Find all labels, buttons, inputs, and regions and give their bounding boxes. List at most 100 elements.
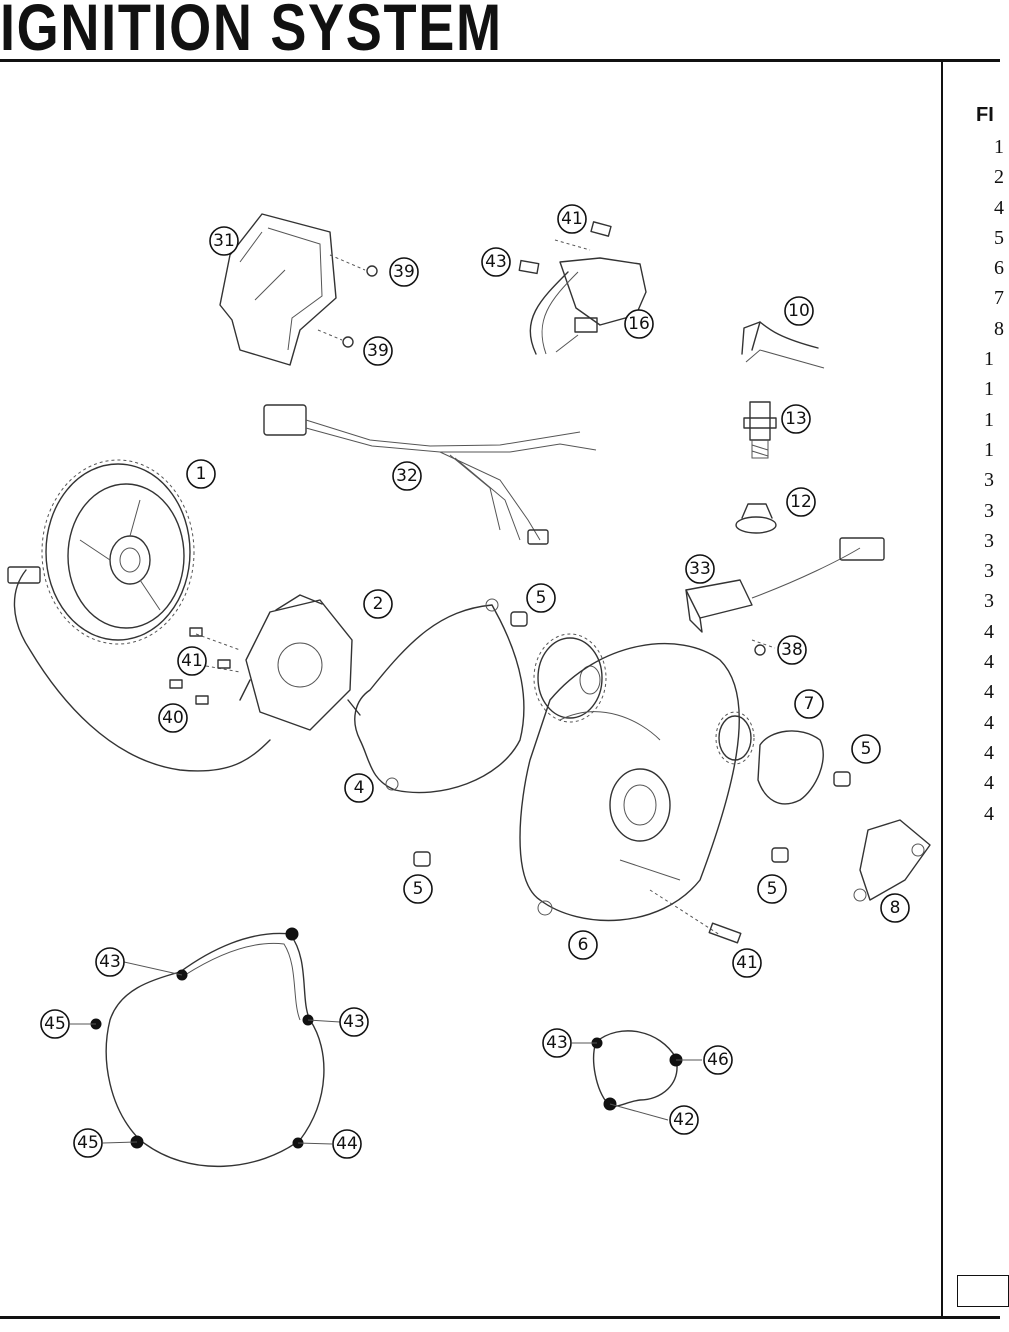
callout-label: 6 <box>578 935 589 955</box>
callout-label: 45 <box>44 1014 66 1034</box>
callout-label: 32 <box>396 466 418 486</box>
idler-gear <box>533 633 607 723</box>
side-item: 6 <box>994 257 1004 280</box>
callout-label: 43 <box>343 1012 365 1032</box>
side-item: 8 <box>994 317 1004 340</box>
side-panel-box <box>957 1275 1009 1307</box>
callout-label: 43 <box>546 1033 568 1053</box>
header-rule <box>0 59 1000 62</box>
callout-label: 43 <box>485 252 507 272</box>
ignition-coil <box>518 221 647 355</box>
callout-label: 16 <box>628 314 650 334</box>
callout-label: 1 <box>196 464 207 484</box>
callout-label: 38 <box>781 640 803 660</box>
callout-40: 40 <box>158 703 188 733</box>
callout-13: 13 <box>781 404 811 434</box>
callout-label: 41 <box>181 651 203 671</box>
callout-label: 4 <box>354 778 365 798</box>
callout-43: 43 <box>339 1007 369 1037</box>
callout-label: 42 <box>673 1110 695 1130</box>
side-panel-heading: FI <box>976 104 994 126</box>
exploded-parts-diagram: 1 2 4 5 5 5 5 6 7 8 10 12 13 16 31 32 33… <box>7 204 931 1167</box>
callout-label: 45 <box>77 1133 99 1153</box>
callout-label: 5 <box>536 588 547 608</box>
callout-5: 5 <box>403 874 433 904</box>
callout-label: 40 <box>162 708 184 728</box>
callout-label: 44 <box>336 1134 358 1154</box>
side-item: 4 <box>984 620 994 643</box>
side-item: 1 <box>994 136 1004 158</box>
side-item: 1 <box>984 378 994 401</box>
side-item: 1 <box>984 348 994 371</box>
callout-16: 16 <box>624 309 654 339</box>
flywheel-rotor <box>41 459 195 645</box>
callout-32: 32 <box>392 461 422 491</box>
callout-31: 31 <box>209 226 239 256</box>
large-gasket <box>90 927 325 1167</box>
callout-10: 10 <box>784 296 814 326</box>
callout-label: 41 <box>561 209 583 229</box>
callout-label: 39 <box>367 341 389 361</box>
callout-label: 46 <box>707 1050 729 1070</box>
leader-lines <box>70 961 702 1145</box>
side-item: 2 <box>994 166 1004 189</box>
side-item: 1 <box>984 438 994 461</box>
side-item: 3 <box>984 590 994 613</box>
callout-2: 2 <box>363 589 393 619</box>
callout-label: 2 <box>373 594 384 614</box>
callout-label: 12 <box>790 492 812 512</box>
callout-7: 7 <box>794 689 824 719</box>
small-gasket <box>591 1030 683 1111</box>
callout-44: 44 <box>332 1129 362 1159</box>
callout-39: 39 <box>363 336 393 366</box>
callout-43: 43 <box>481 247 511 277</box>
callout-41: 41 <box>557 204 587 234</box>
callout-41: 41 <box>177 646 207 676</box>
callout-12: 12 <box>786 487 816 517</box>
spark-plug-cap <box>741 321 825 369</box>
callout-label: 31 <box>213 231 235 251</box>
side-item: 4 <box>984 651 994 674</box>
side-item: 4 <box>984 772 994 795</box>
callout-38: 38 <box>777 635 807 665</box>
side-item: 3 <box>984 469 994 492</box>
voltage-regulator <box>685 537 885 656</box>
callout-39: 39 <box>389 257 419 287</box>
callout-5: 5 <box>757 874 787 904</box>
side-panel-list: 1 2 4 5 6 7 8 1 1 1 1 3 3 3 3 3 4 4 4 4 … <box>984 132 1004 829</box>
stator <box>7 566 361 772</box>
callout-label: 13 <box>785 409 807 429</box>
callout-label: 39 <box>393 262 415 282</box>
callout-45: 45 <box>73 1128 103 1158</box>
wiring-harness <box>263 404 597 545</box>
callout-label: 33 <box>689 559 711 579</box>
callout-label: 10 <box>788 301 810 321</box>
callout-43: 43 <box>542 1028 572 1058</box>
callout-label: 5 <box>413 879 424 899</box>
panel-divider <box>941 61 943 1317</box>
footer-rule <box>0 1316 1000 1319</box>
plug-seal <box>735 503 777 534</box>
ignition-control-unit <box>219 213 378 366</box>
callout-42: 42 <box>669 1105 699 1135</box>
callout-label: 8 <box>890 898 901 918</box>
callout-label: 7 <box>804 694 815 714</box>
small-cover <box>853 819 931 902</box>
callout-8: 8 <box>880 893 910 923</box>
side-item: 4 <box>984 741 994 764</box>
callout-6: 6 <box>568 930 598 960</box>
callout-label: 5 <box>861 739 872 759</box>
callout-4: 4 <box>344 773 374 803</box>
dowel-sleeves <box>413 611 851 867</box>
side-item: 3 <box>984 529 994 552</box>
side-item: 7 <box>994 287 1004 310</box>
cover-gasket <box>354 598 525 794</box>
callout-1: 1 <box>186 459 216 489</box>
callout-46: 46 <box>703 1045 733 1075</box>
side-item: 4 <box>984 802 994 825</box>
small-gear <box>715 711 824 805</box>
callout-5: 5 <box>851 734 881 764</box>
side-item: 3 <box>984 560 994 583</box>
spark-plug <box>743 401 777 459</box>
side-item: 4 <box>994 196 1004 219</box>
